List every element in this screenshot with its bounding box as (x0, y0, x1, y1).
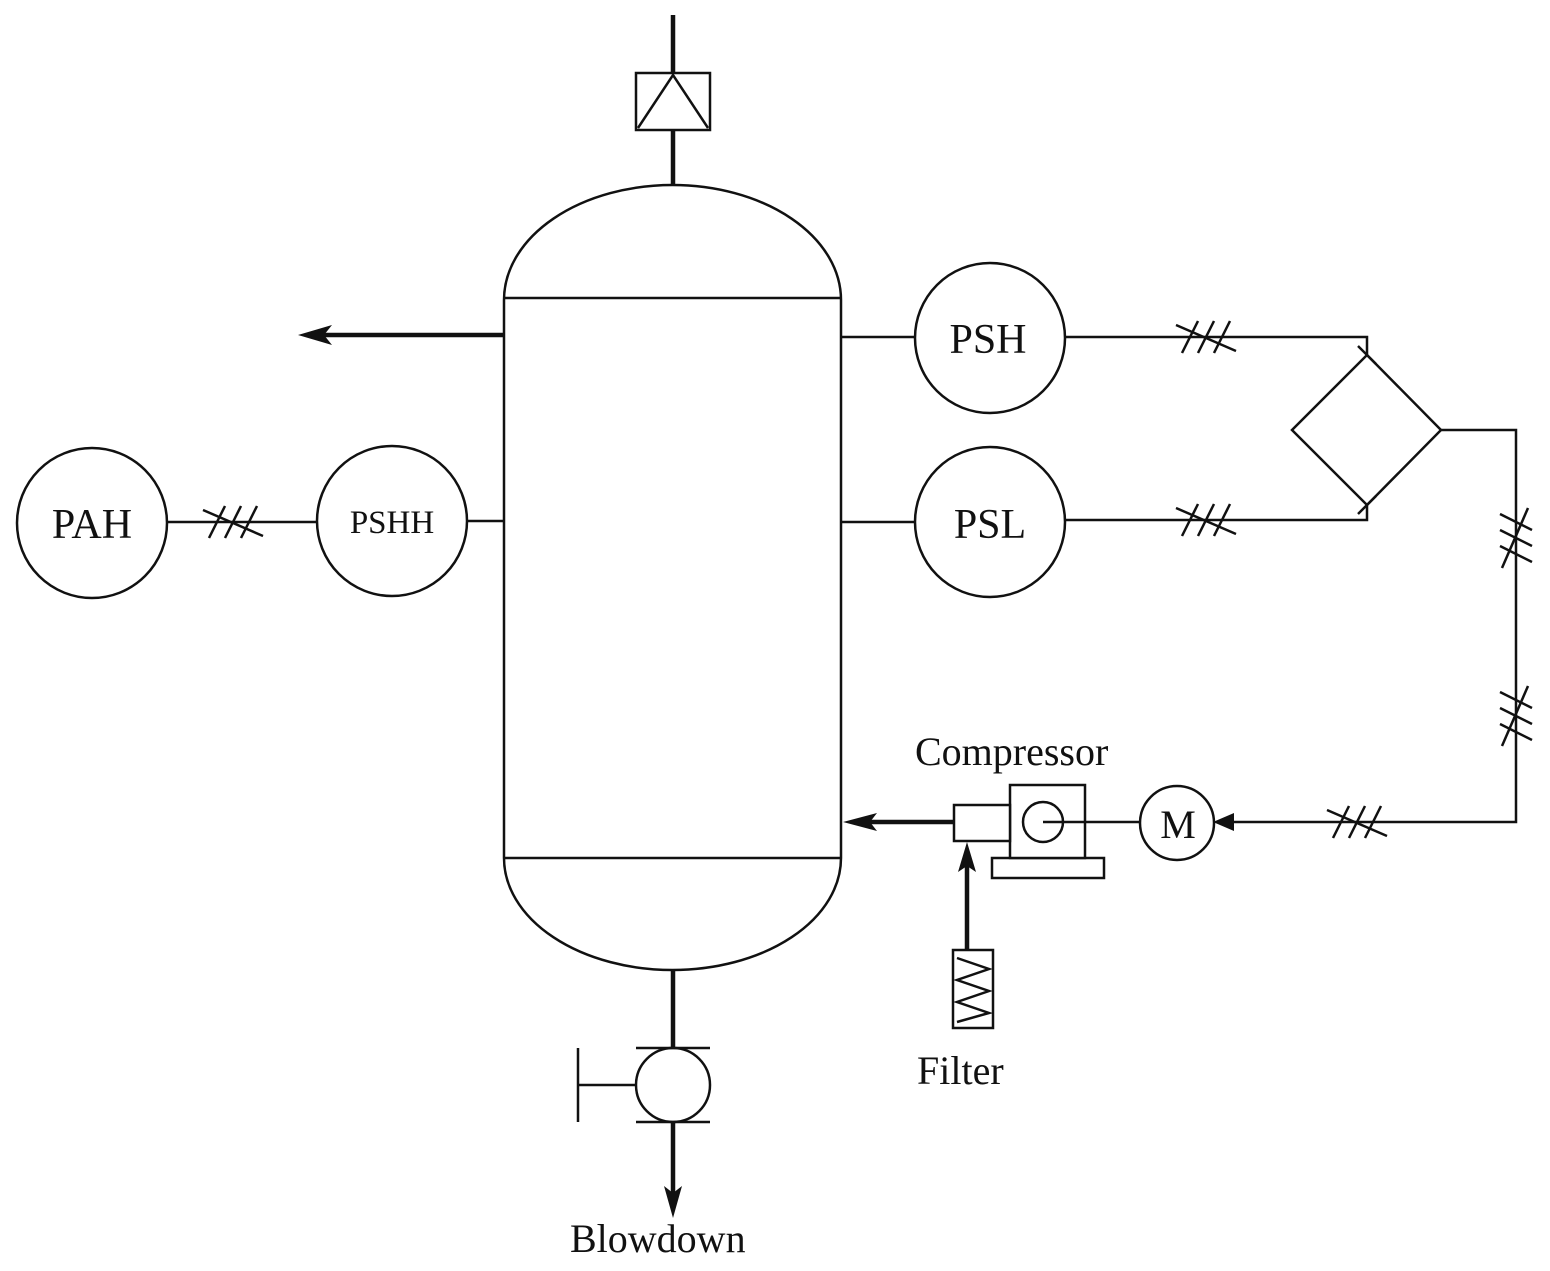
psh-instrument: PSH (841, 261, 1369, 415)
compressor-base-plate (990, 856, 1106, 880)
blowdown-label: Blowdown (570, 1216, 746, 1261)
blowdown-valve: Blowdown (570, 970, 746, 1261)
compressor: Compressor (915, 729, 1140, 880)
logic-diamond-top-tick (1357, 345, 1377, 365)
motor-signal-arrowhead (1213, 813, 1234, 831)
gas-outlet-arrowhead (298, 325, 332, 345)
gas-outlet (298, 325, 504, 345)
pah-instrument: PAH (15, 446, 317, 600)
psl-instrument: PSL (841, 445, 1369, 599)
psl-label: PSL (954, 502, 1026, 548)
relief-valve-body (634, 71, 712, 132)
compressor-discharge-box (952, 803, 1012, 843)
filter: Filter (917, 842, 1004, 1093)
motor-signal-line (1213, 428, 1534, 840)
psh-signal-line (1065, 335, 1369, 355)
psl-signal-line (1065, 505, 1369, 522)
filter-label: Filter (917, 1048, 1004, 1093)
blowdown-outlet-arrowhead (664, 1186, 682, 1218)
pshh-label: PSHH (350, 505, 434, 541)
pshh-instrument: PSHH (315, 444, 504, 598)
vessel-top-head (502, 183, 843, 301)
blowdown-valve-ball (634, 1046, 712, 1124)
psh-label: PSH (949, 317, 1026, 363)
compressor-discharge-arrowhead (843, 813, 877, 831)
motor-label: M (1160, 802, 1196, 847)
vessel-bottom-head (502, 857, 843, 972)
relief-valve (634, 15, 712, 185)
motor: M (1138, 784, 1216, 862)
pah-bubble (15, 446, 169, 600)
logic-diamond-bottom-tick (1357, 495, 1377, 515)
relief-valve-triangle (636, 72, 710, 129)
pah-label: PAH (52, 502, 132, 548)
pressure-vessel (502, 183, 843, 972)
logic-diamond-shape (1290, 353, 1443, 507)
compressor-discharge (843, 813, 954, 831)
filter-element (953, 956, 994, 1024)
filter-suction-arrowhead (958, 842, 976, 872)
compressor-label: Compressor (915, 729, 1108, 774)
logic-diamond (1290, 345, 1443, 515)
psl-bubble (913, 445, 1067, 599)
